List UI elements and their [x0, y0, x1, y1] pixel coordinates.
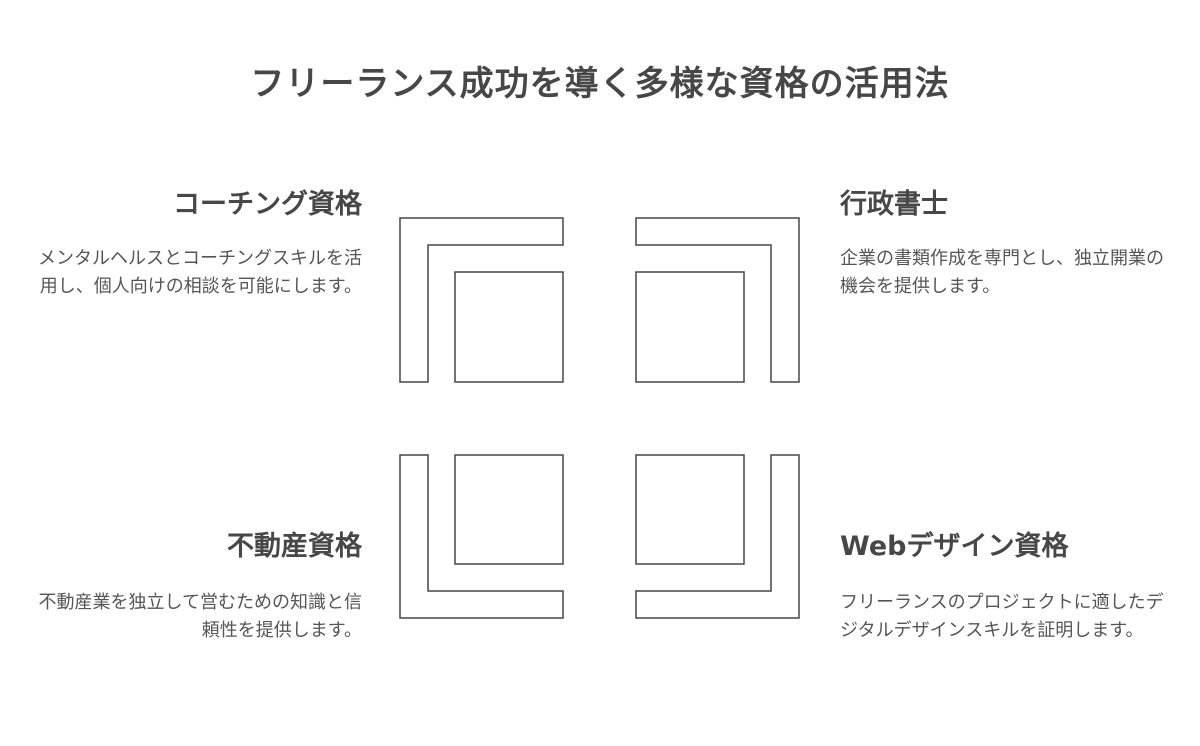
- item-description: 不動産業を独立して営むための知識と信頼性を提供します。: [38, 592, 362, 641]
- corner-frame-bottom-left: [399, 454, 564, 619]
- item-administrative-scrivener: 行政書士 企業の書類作成を専門とし、独立開業の機会を提供します。: [840, 182, 1170, 301]
- square-bottom-right: [635, 454, 745, 565]
- item-real-estate: 不動産資格 不動産業を独立して営むための知識と信頼性を提供します。: [32, 524, 362, 645]
- item-description: メンタルヘルスとコーチングスキルを活用し、個人向けの相談を可能にします。: [38, 248, 362, 297]
- corner-frame-top-right: [635, 217, 800, 383]
- item-web-design: Webデザイン資格 フリーランスのプロジェクトに適したデジタルデザインスキルを証…: [840, 524, 1170, 645]
- square-top-right: [635, 271, 745, 383]
- item-heading: 行政書士: [840, 189, 948, 220]
- square-top-left: [454, 271, 564, 383]
- item-description: フリーランスのプロジェクトに適したデジタルデザインスキルを証明します。: [840, 592, 1164, 641]
- corner-frame-top-left: [399, 217, 564, 383]
- item-heading: コーチング資格: [173, 189, 362, 220]
- item-coaching: コーチング資格 メンタルヘルスとコーチングスキルを活用し、個人向けの相談を可能に…: [32, 182, 362, 301]
- page-title: フリーランス成功を導く多様な資格の活用法: [250, 64, 950, 104]
- square-bottom-left: [454, 454, 564, 565]
- item-heading: 不動産資格: [227, 531, 362, 562]
- item-description: 企業の書類作成を専門とし、独立開業の機会を提供します。: [840, 248, 1164, 297]
- item-heading: Webデザイン資格: [840, 531, 1069, 562]
- corner-frame-bottom-right: [635, 454, 800, 619]
